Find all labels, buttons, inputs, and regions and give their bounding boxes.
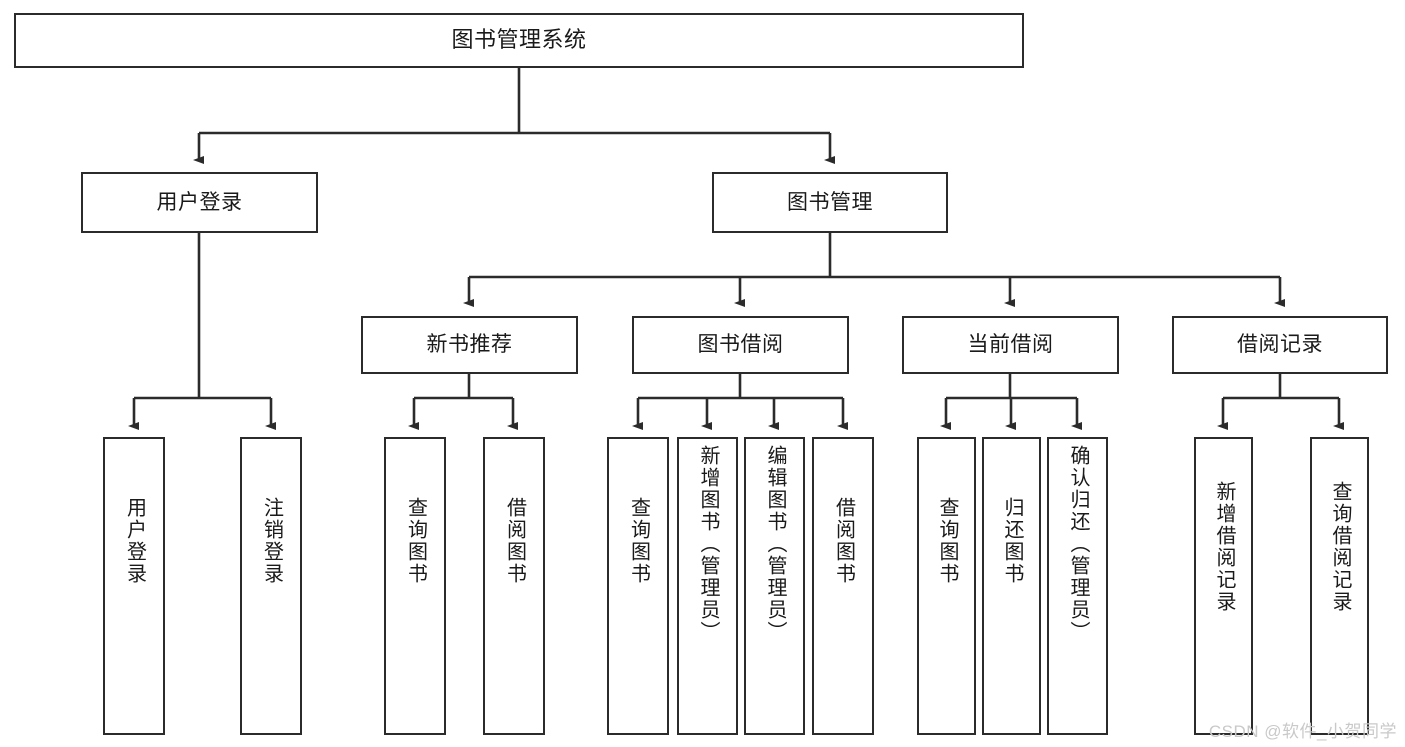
leaf-book-borrow-borrow-book[interactable]: 借阅图书 xyxy=(812,437,874,735)
leaf-book-borrow-query-book[interactable]: 查询图书 xyxy=(607,437,669,735)
node-new-book-recommend[interactable]: 新书推荐 xyxy=(361,316,578,374)
node-label: 图书借阅 xyxy=(697,333,784,357)
node-label: 查询图书 xyxy=(627,497,650,585)
node-label: 借阅记录 xyxy=(1237,333,1323,357)
node-label: 新增借阅记录 xyxy=(1213,481,1235,613)
leaf-current-borrow-return-book[interactable]: 归还图书 xyxy=(982,437,1041,735)
leaf-user-login-login[interactable]: 用户登录 xyxy=(103,437,165,735)
node-label: 用户登录 xyxy=(156,190,243,214)
node-label: 新书推荐 xyxy=(426,333,513,357)
node-label: 注销登录 xyxy=(260,497,283,585)
node-label: 当前借阅 xyxy=(967,333,1054,357)
node-label: 图书管理系统 xyxy=(451,27,587,53)
node-book-management[interactable]: 图书管理 xyxy=(712,172,948,233)
leaf-user-login-logout[interactable]: 注销登录 xyxy=(240,437,302,735)
leaf-borrow-record-query-record[interactable]: 查询借阅记录 xyxy=(1310,437,1369,735)
leaf-current-borrow-query-book[interactable]: 查询图书 xyxy=(917,437,976,735)
node-current-borrow[interactable]: 当前借阅 xyxy=(902,316,1119,374)
leaf-borrow-record-add-record[interactable]: 新增借阅记录 xyxy=(1194,437,1253,735)
node-book-borrow[interactable]: 图书借阅 xyxy=(632,316,849,374)
node-label: 查询图书 xyxy=(404,497,427,585)
node-label: 借阅图书 xyxy=(832,497,855,585)
node-borrow-record[interactable]: 借阅记录 xyxy=(1172,316,1388,374)
node-label: 用户登录 xyxy=(123,497,146,585)
node-root-book-management-system[interactable]: 图书管理系统 xyxy=(14,13,1024,68)
node-label: 确认归还（管理员） xyxy=(1067,445,1089,643)
node-label: 查询借阅记录 xyxy=(1329,481,1351,613)
node-user-login[interactable]: 用户登录 xyxy=(81,172,318,233)
leaf-book-borrow-add-book-admin[interactable]: 新增图书（管理员） xyxy=(677,437,738,735)
node-label: 新增图书（管理员） xyxy=(697,445,719,643)
leaf-book-borrow-edit-book-admin[interactable]: 编辑图书（管理员） xyxy=(744,437,805,735)
leaf-current-borrow-confirm-return-admin[interactable]: 确认归还（管理员） xyxy=(1047,437,1108,735)
node-label: 借阅图书 xyxy=(503,497,526,585)
node-label: 归还图书 xyxy=(1001,497,1023,585)
node-label: 编辑图书（管理员） xyxy=(764,445,786,643)
node-label: 查询图书 xyxy=(936,497,958,585)
node-label: 图书管理 xyxy=(787,190,873,214)
leaf-new-book-borrow-book[interactable]: 借阅图书 xyxy=(483,437,545,735)
watermark-text: CSDN @软件_小贺同学 xyxy=(1208,722,1397,741)
leaf-new-book-query-book[interactable]: 查询图书 xyxy=(384,437,446,735)
